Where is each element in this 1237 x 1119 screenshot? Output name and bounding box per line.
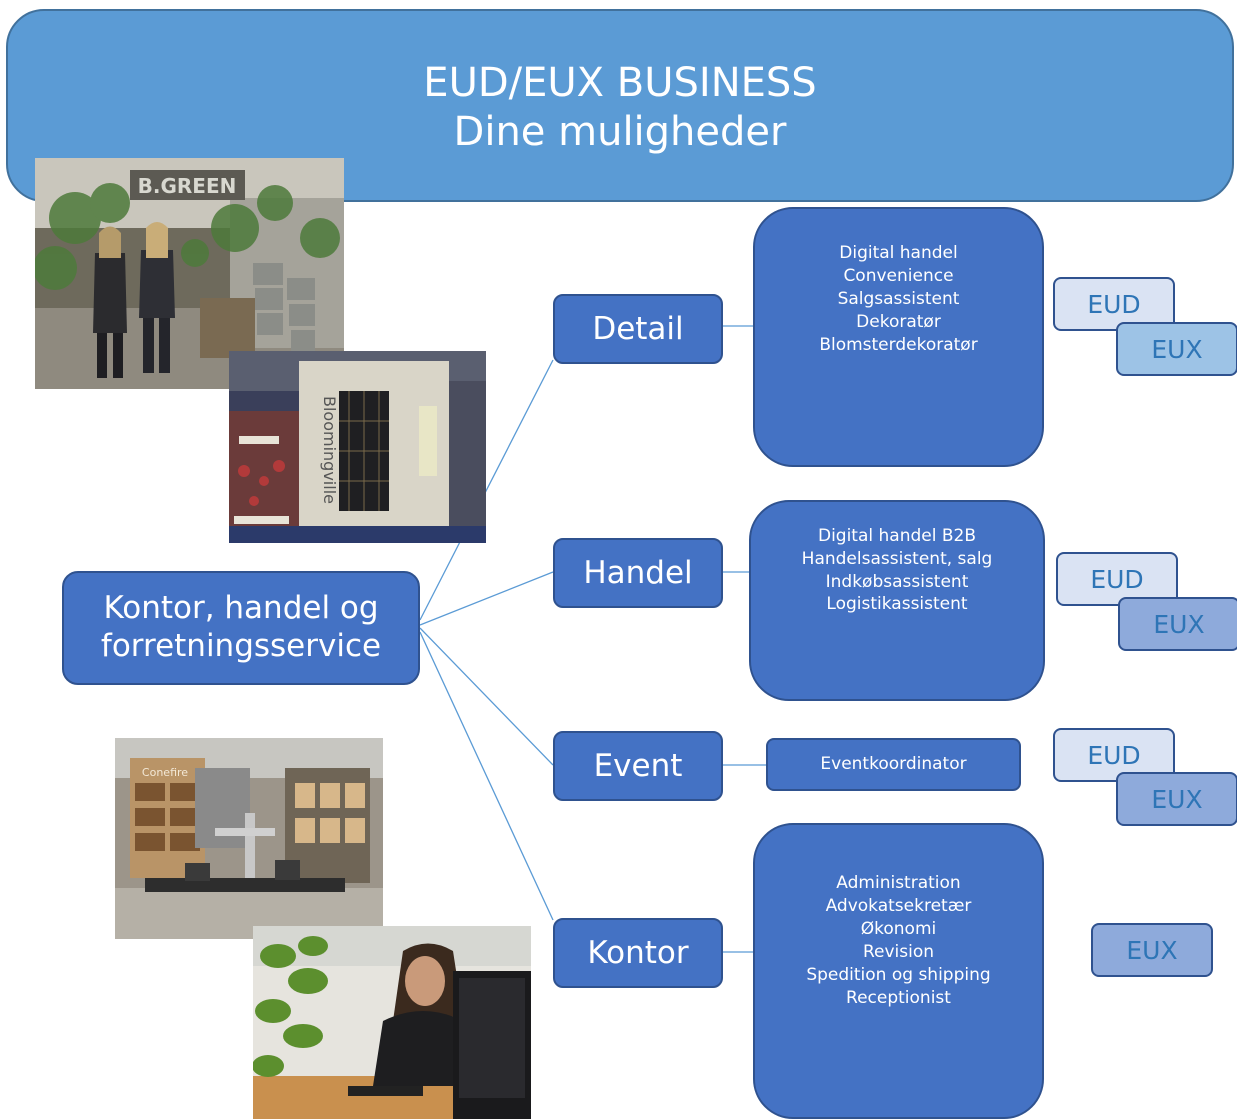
tag-label: EUD [1087,289,1141,319]
program-item: Receptionist [846,987,951,1008]
photo3-sign-text: Conefire [142,766,188,779]
photo-bloomingville-booth: Bloomingville [229,351,486,543]
program-item: Logistikassistent [826,594,968,615]
program-item: Blomsterdekoratør [819,334,978,355]
program-item: Digital handel [839,243,958,264]
event-eux-tag: EUX [1116,772,1237,826]
root-node: Kontor, handel og forretningsservice [62,571,420,685]
program-item: Salgsassistent [837,289,960,310]
connector-root-kontor [419,631,554,921]
handel-eux-tag: EUX [1118,597,1237,651]
program-item: Convenience [843,266,954,287]
category-handel-label: Handel [583,555,693,591]
photo1-sign-text: B.GREEN [138,174,237,198]
kontor-programs: Administration Advokatsekretær Økonomi R… [753,823,1044,1119]
handel-programs: Digital handel B2B Handelsassistent, sal… [749,500,1045,701]
root-line-2: forretningsservice [100,628,382,664]
program-item: Advokatsekretær [825,896,972,917]
detail-eux-tag: EUX [1116,322,1237,376]
tag-label: EUX [1151,334,1203,364]
kontor-eux-tag: EUX [1091,923,1213,977]
title-line-1: EUD/EUX BUSINESS [423,60,817,106]
program-item: Økonomi [860,919,937,940]
category-event: Event [553,731,723,801]
detail-eud-tag: EUD [1053,277,1175,331]
category-kontor-label: Kontor [587,935,689,971]
tag-label: EUX [1151,784,1203,814]
program-item: Indkøbsassistent [825,571,969,592]
category-detail: Detail [553,294,723,364]
photo2-sign-text: Bloomingville [320,396,339,504]
program-item: Spedition og shipping [806,964,991,985]
photo-conefire-booth: Conefire [115,738,383,939]
category-kontor: Kontor [553,918,723,988]
photo-office-worker [253,926,531,1119]
photo-trade-fair-stand: B.GREEN [35,158,344,389]
root-line-1: Kontor, handel og [103,590,379,627]
category-detail-label: Detail [592,311,684,347]
program-item: Administration [836,873,961,894]
tag-label: EUD [1087,740,1141,770]
category-handel: Handel [553,538,723,608]
program-item: Handelsassistent, salg [801,548,993,569]
detail-programs: Digital handel Convenience Salgsassisten… [753,207,1044,467]
program-item: Revision [862,942,935,962]
event-programs: Eventkoordinator [766,738,1021,791]
connector-root-handel [419,571,554,626]
tag-label: EUD [1090,564,1144,594]
program-item: Dekoratør [856,311,941,332]
program-item: Digital handel B2B [817,525,977,546]
tag-label: EUX [1153,609,1205,639]
connector-root-event [419,627,554,766]
title-line-2: Dine muligheder [453,108,787,155]
category-event-label: Event [593,748,683,784]
program-item: Eventkoordinator [820,754,967,775]
connector-root-detail [419,359,554,621]
tag-label: EUX [1126,935,1178,965]
